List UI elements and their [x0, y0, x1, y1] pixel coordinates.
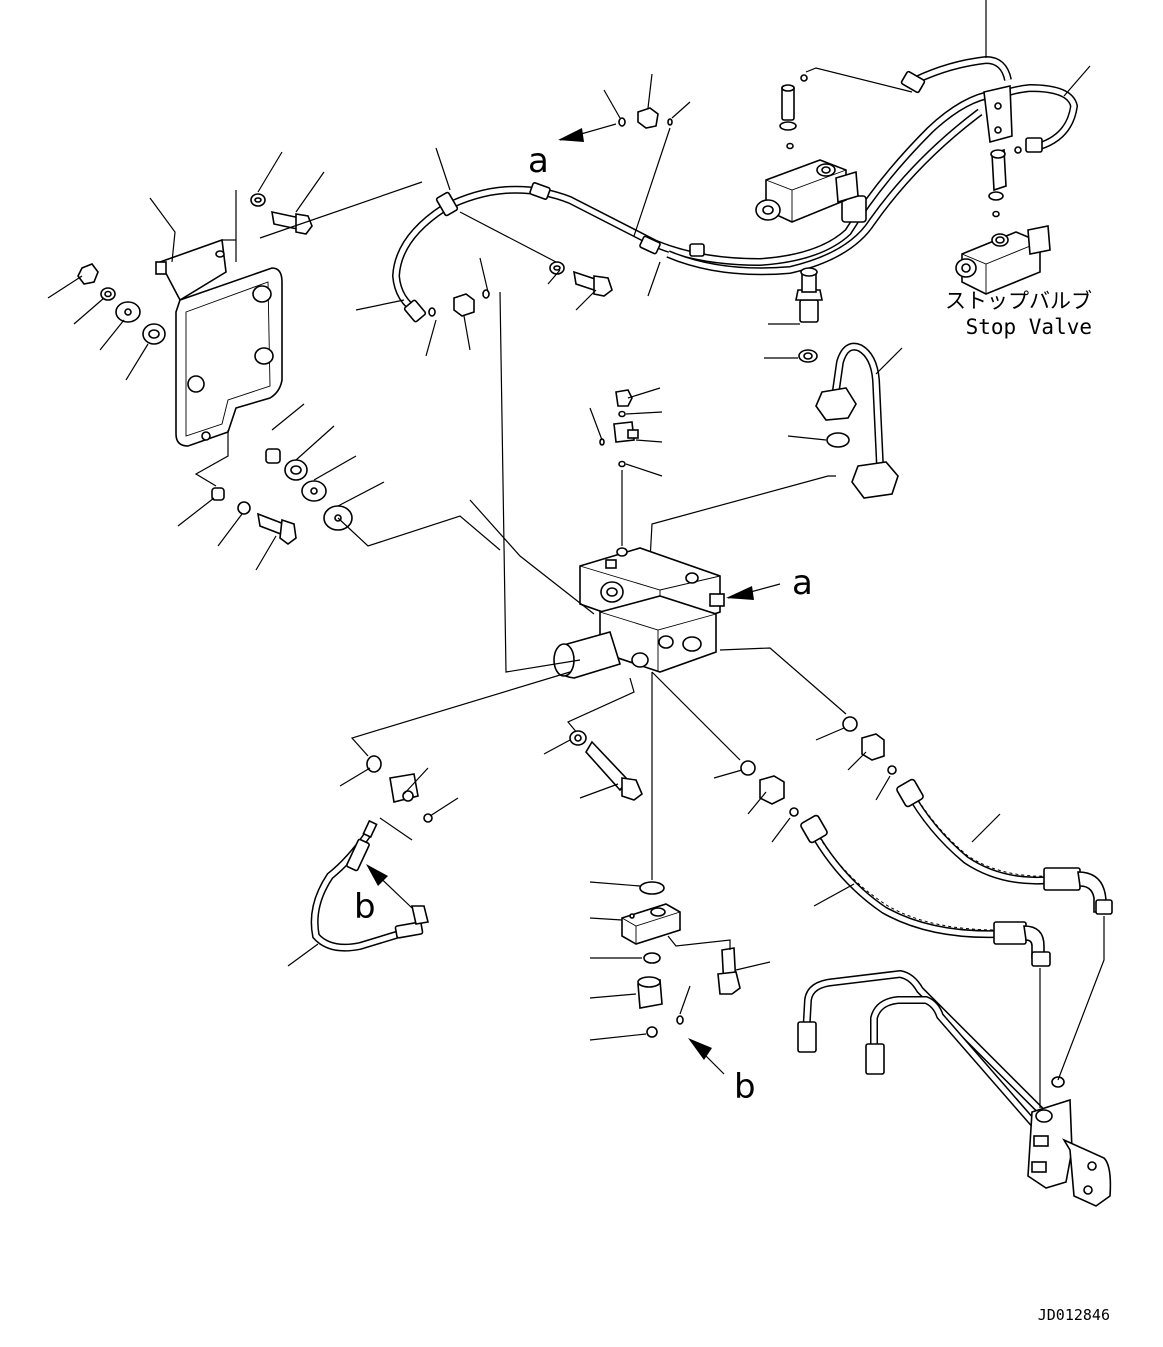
bracket-hardware: [47, 151, 501, 571]
upper-hose-assembly: a: [259, 0, 1091, 357]
drawing-id: JD012846: [1038, 1306, 1110, 1324]
arrow-label-b-hose: b: [354, 887, 376, 927]
arrow-label-b-lower: b: [734, 1067, 756, 1107]
stop-valve-upper: [755, 74, 859, 223]
rigid-pipes-lower: [797, 916, 1112, 1207]
elbow-pipe: [649, 267, 903, 561]
lower-left-fittings: [339, 755, 459, 841]
lower-right-hoses: [800, 778, 1113, 967]
hose-b: b: [287, 819, 429, 967]
fittings-above-valve: [589, 387, 663, 546]
long-bolt: [543, 730, 643, 801]
mounting-bracket: [155, 238, 283, 447]
stop-valve-lower: [955, 146, 1051, 295]
stop-valve-english-label: Stop Valve: [966, 315, 1092, 339]
lower-valve-mount: b: [589, 881, 771, 1107]
arrow-label-a-valve: a: [792, 563, 813, 603]
lower-middle-fittings: [713, 716, 897, 843]
control-valve-block: a: [350, 291, 847, 880]
arrow-label-a-upper: a: [528, 141, 549, 181]
stop-valve-japanese-label: ストップバルブ: [945, 289, 1092, 313]
